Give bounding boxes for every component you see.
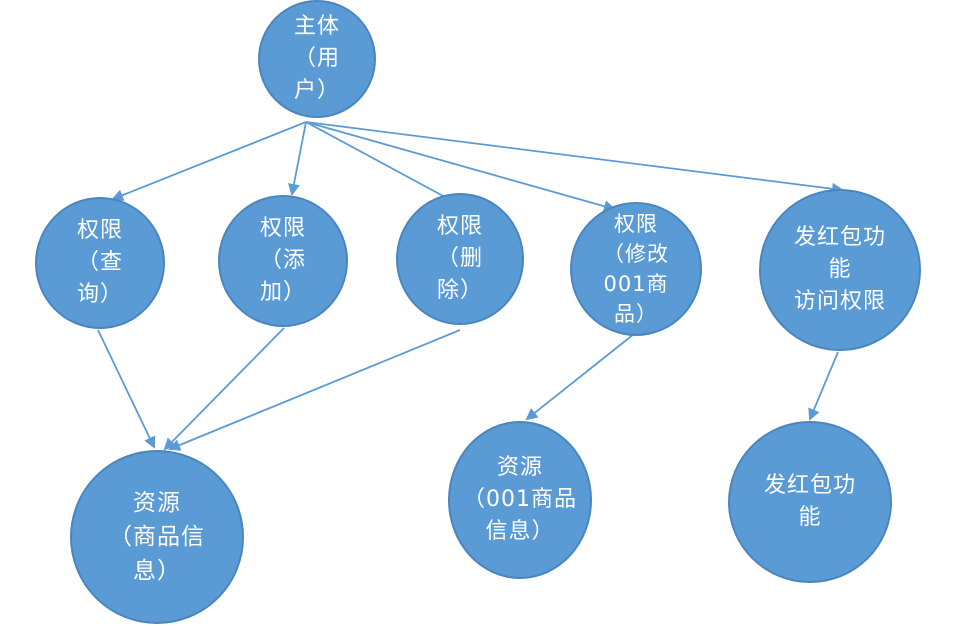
node-permission-modify-001: 权限 （修改 001商 品） — [570, 202, 702, 336]
edge-subject-to-perm-delete — [305, 121, 460, 205]
node-permission-delete-label: 权限 （删 除） — [436, 214, 483, 303]
node-permission-add-label: 权限 （添 加） — [259, 216, 306, 305]
edge-perm-query-to-res-goods — [97, 329, 156, 449]
node-resource-goods-001: 资源 （001商品 信息） — [448, 421, 592, 579]
node-resource-goods-info: 资源 （商品信 息） — [70, 450, 244, 624]
edge-perm-redpacket-to-res-redpacket — [808, 351, 839, 421]
node-permission-delete: 权限 （删 除） — [396, 193, 524, 325]
node-permission-query-label: 权限 （查 询） — [76, 218, 123, 307]
node-resource-goods-001-label: 资源 （001商品 信息） — [463, 455, 577, 544]
edge-perm-delete-to-res-goods — [168, 329, 461, 451]
edge-perm-add-to-res-goods — [163, 327, 285, 451]
edge-subject-to-perm-redpacket — [305, 121, 844, 195]
node-subject-user: 主体 （用 户） — [258, 0, 376, 118]
node-permission-query: 权限 （查 询） — [35, 197, 165, 329]
node-permission-redpacket: 发红包功 能 访问权限 — [759, 189, 921, 351]
edge-perm-modify-to-res-goods-001 — [525, 333, 635, 421]
node-resource-redpacket-label: 发红包功 能 — [763, 473, 856, 530]
node-subject-user-label: 主体 （用 户） — [293, 14, 340, 103]
node-permission-redpacket-label: 发红包功 能 访问权限 — [793, 225, 886, 314]
node-resource-goods-info-label: 资源 （商品信 息） — [109, 490, 205, 584]
node-resource-redpacket: 发红包功 能 — [728, 421, 892, 583]
edge-subject-to-perm-add — [288, 121, 307, 196]
edge-subject-to-perm-query — [111, 121, 307, 201]
node-permission-add: 权限 （添 加） — [218, 195, 348, 327]
edge-subject-to-perm-modify — [305, 121, 616, 213]
node-permission-modify-001-label: 权限 （修改 001商 品） — [603, 212, 669, 326]
